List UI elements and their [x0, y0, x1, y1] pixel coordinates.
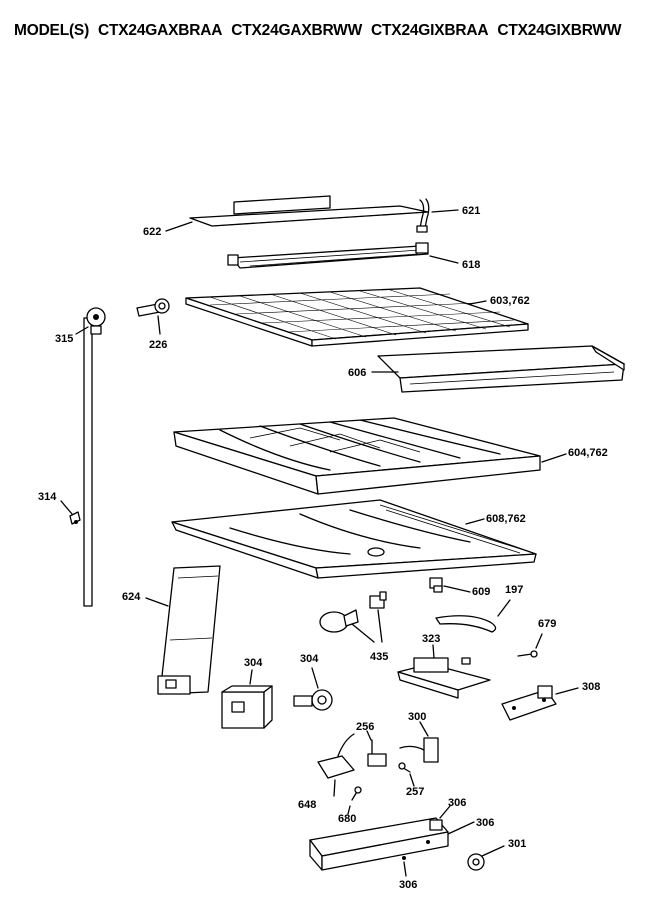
part-621-tube: [416, 198, 430, 233]
part-label-621: 621: [462, 205, 480, 217]
part-label-624: 624: [122, 591, 141, 603]
part-603-shelf: [185, 287, 529, 347]
leader-306c: [403, 861, 407, 877]
leader-197: [497, 599, 511, 617]
part-label-304a: 304: [244, 657, 263, 669]
part-label-304b: 304: [300, 653, 319, 665]
leader-603: [469, 300, 487, 305]
part-label-609: 609: [472, 586, 490, 598]
leader-609: [443, 585, 471, 593]
leader-304a: [249, 669, 253, 685]
part-label-300: 300: [408, 711, 426, 723]
part-300-assembly: [399, 737, 439, 763]
leader-648: [333, 779, 336, 797]
part-301-nut: [467, 853, 485, 871]
part-label-648: 648: [298, 799, 316, 811]
model-number: CTX24GAXBRAA: [98, 22, 223, 39]
part-label-323: 323: [422, 633, 440, 645]
part-314-clip: [69, 511, 81, 525]
leader-621: [431, 209, 459, 213]
part-618-rail: [227, 242, 429, 269]
part-608-frame: [171, 499, 537, 579]
part-label-197: 197: [505, 584, 523, 596]
leader-300: [419, 721, 429, 737]
leader-435b: [377, 609, 383, 643]
part-label-314: 314: [38, 491, 57, 503]
leader-226: [157, 315, 161, 335]
model-prefix: MODEL(S): [14, 22, 90, 39]
part-label-306b: 306: [476, 817, 494, 829]
leader-604: [541, 453, 567, 463]
part-label-608: 608,762: [486, 513, 526, 525]
leader-257: [409, 773, 415, 787]
leader-256: [366, 730, 372, 741]
leader-323: [432, 644, 435, 659]
leader-624: [145, 597, 169, 607]
part-label-435: 435: [370, 651, 388, 663]
leader-679: [535, 633, 543, 649]
part-226-pin: [136, 298, 170, 317]
part-label-603: 603,762: [490, 295, 530, 307]
part-label-257: 257: [406, 786, 424, 798]
part-680-screw: [351, 786, 362, 801]
part-label-226: 226: [149, 339, 167, 351]
part-label-315: 315: [55, 333, 73, 345]
leader-314: [60, 500, 73, 515]
part-304-control-box: [221, 685, 273, 729]
part-label-679: 679: [538, 618, 556, 630]
part-606-cover: [377, 345, 625, 393]
part-622-cover: [189, 195, 429, 227]
part-label-308: 308: [582, 681, 600, 693]
leader-608: [465, 518, 485, 525]
part-257-screw: [398, 762, 411, 773]
part-label-606: 606: [348, 367, 366, 379]
part-label-622: 622: [143, 226, 161, 238]
part-306-base: [309, 817, 449, 871]
model-number: CTX24GIXBRWW: [497, 22, 622, 39]
part-435-bulb: [319, 591, 387, 633]
part-label-256: 256: [356, 721, 374, 733]
model-number: CTX24GIXBRAA: [371, 22, 489, 39]
part-label-604: 604,762: [568, 447, 608, 459]
leader-435a: [351, 623, 375, 643]
part-197-spring: [435, 615, 497, 633]
part-308-bracket: [501, 685, 557, 721]
part-304-knob: [293, 689, 333, 711]
part-323-housing: [397, 657, 491, 699]
leader-315: [75, 326, 89, 335]
part-label-306a: 306: [448, 797, 466, 809]
part-label-680: 680: [338, 813, 356, 825]
part-label-301: 301: [508, 838, 526, 850]
part-648-damper: [317, 733, 355, 779]
part-679-screw: [517, 650, 538, 658]
part-256-switch: [367, 739, 387, 767]
leader-680: [347, 805, 351, 815]
leader-308: [555, 687, 579, 695]
part-609-clip: [429, 577, 443, 593]
leader-618: [429, 255, 459, 264]
part-315-rod: [83, 307, 106, 607]
part-label-306c: 306: [399, 879, 417, 891]
part-624-panel: [157, 565, 221, 695]
model-number: CTX24GAXBRWW: [231, 22, 363, 39]
part-label-618: 618: [462, 259, 480, 271]
leader-301: [481, 845, 505, 857]
leader-622: [165, 221, 193, 232]
leader-304b: [311, 667, 319, 689]
leader-306a: [439, 805, 451, 819]
leader-306b: [447, 821, 475, 835]
model-header: MODEL(S) CTX24GAXBRAA CTX24GAXBRWW CTX24GIX…: [14, 22, 630, 40]
part-604-frame: [173, 417, 541, 495]
